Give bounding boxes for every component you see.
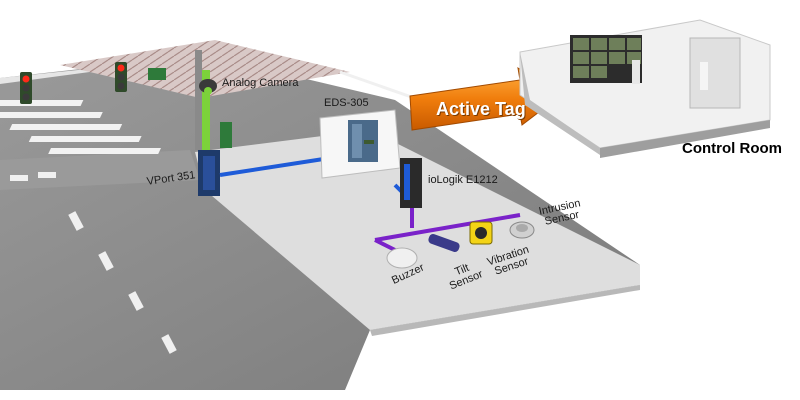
iologik-label: ioLogik E1212 [428,174,498,186]
traffic-light-icon [115,62,166,92]
analog-camera-label: Analog Camera [222,77,299,89]
buzzer-icon [386,247,418,269]
io-module-icon [400,158,422,208]
control-room-label: Control Room [682,140,782,157]
tilt-sensor-icon [428,233,460,253]
vport-device [198,150,220,196]
traffic-light-icon [20,72,32,104]
active-tag-label: Active Tag [436,99,526,119]
intrusion-sensor-icon [509,221,535,239]
street-area [0,40,640,390]
eds-label: EDS-305 [324,97,369,109]
camera-icon [199,79,217,95]
io-wire [374,208,521,252]
switch-icon [319,109,401,179]
camera-pole [195,50,232,160]
vibration-sensor-icon [469,221,493,245]
control-room [519,19,771,158]
